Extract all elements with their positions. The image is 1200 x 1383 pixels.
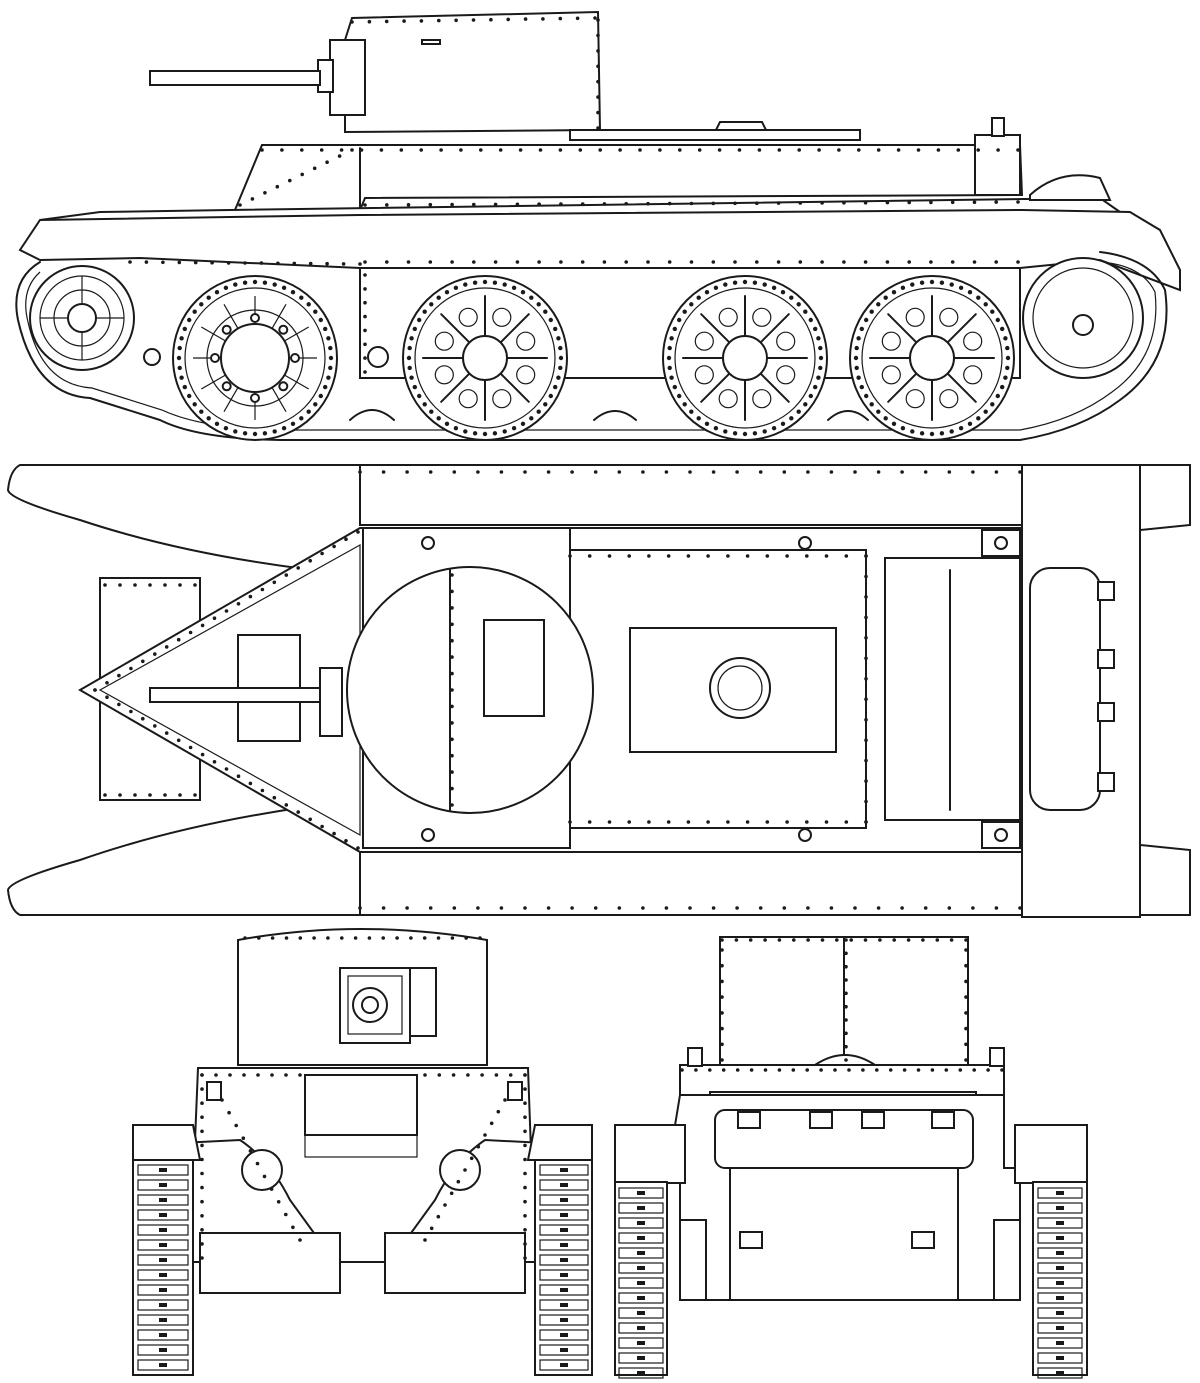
side-track [15,251,1168,441]
front-headlight-right [439,1149,481,1191]
side-engine-deck [569,129,861,141]
side-gun-barrel [149,70,321,86]
road-wheel [849,275,1015,441]
road-wheel [172,275,338,441]
side-road-wheels [172,275,1015,441]
top-turret [346,566,594,814]
side-view [15,10,1181,441]
top-fender-lower [359,851,1023,916]
road-wheel [402,275,568,441]
front-view [132,928,593,1376]
top-view [6,464,1191,918]
top-gun-barrel [149,687,331,703]
rivets [93,16,1022,1260]
rear-view [614,936,1088,1379]
top-fender-upper [359,464,1023,526]
side-drive-sprocket [1022,257,1144,379]
side-turret [149,10,861,141]
top-turret-hatch [483,619,545,717]
front-headlight-left [241,1149,283,1191]
front-track-links [137,1164,589,1371]
side-return-roller [367,346,389,368]
road-wheel [662,275,828,441]
side-idler-wheel [29,265,135,371]
rear-track-links [618,1187,1083,1379]
